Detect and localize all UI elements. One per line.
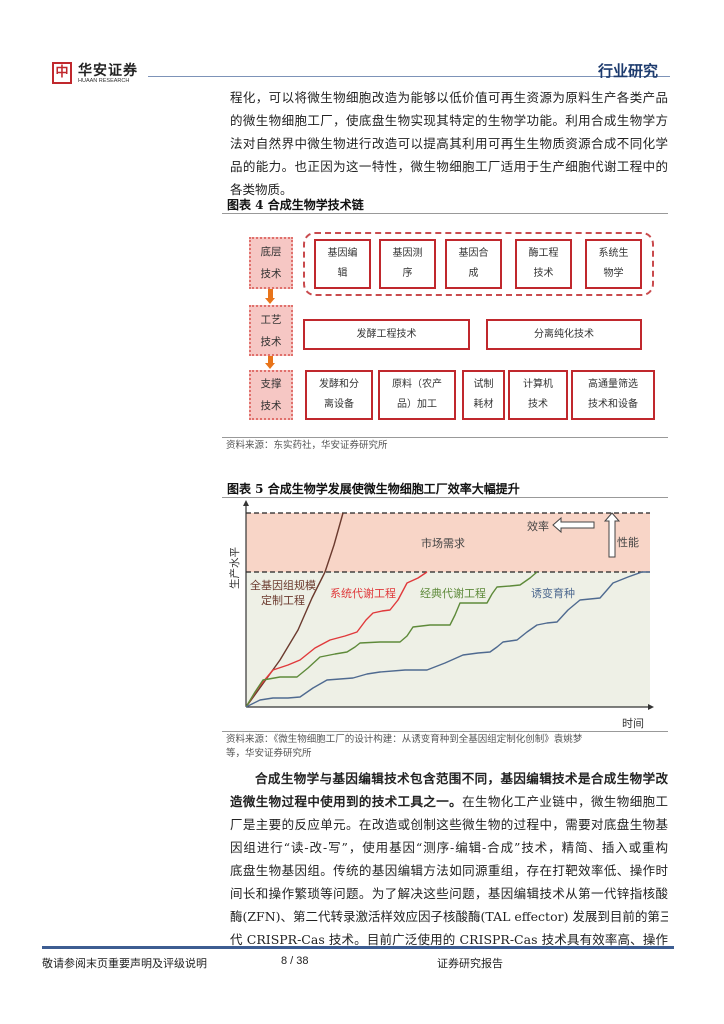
section-title: 行业研究	[598, 63, 659, 80]
series-label-systems-metabolic: 系统代谢工程	[330, 586, 396, 600]
body-text: 酶(ZFN)、第二代转录激活样效应因子核酸酶(TAL effector) 发展到…	[230, 909, 668, 924]
footer-disclaimer: 敬请参阅末页重要声明及评级说明	[42, 958, 207, 970]
footer-divider	[42, 946, 674, 949]
performance-label: 性能	[617, 535, 639, 549]
text-line: 底盘生物基因组。传统的基因编辑方法如同源重组，存在打靶效率低、操作时	[230, 859, 668, 882]
text-line: 酶(ZFN)、第二代转录激活样效应因子核酸酶(TAL effector) 发展到…	[230, 905, 668, 928]
text-line: 各类物质。	[230, 182, 293, 197]
body-text: 因组进行“读-改-写”，使用基因“测序-编辑-合成”技术，精简、插入或重构	[230, 840, 668, 855]
body-text: 间长和操作繁琐等问题。为了解决这些问题，基因编辑技术从第一代锌指核酸	[230, 886, 668, 901]
up-arrow-icon	[603, 512, 621, 558]
market-demand-label: 市场需求	[421, 536, 465, 550]
series-label-genome-scale: 全基因组规模	[250, 578, 316, 592]
text-line: 间长和操作繁琐等问题。为了解决这些问题，基因编辑技术从第一代锌指核酸	[230, 882, 668, 905]
text-line: 造微生物过程中使用到的技术工具之一。在生物化工产业链中，微生物细胞工	[230, 790, 668, 813]
x-axis-arrow-icon	[648, 704, 654, 710]
figure-5-title: 图表 5 合成生物学发展使微生物细胞工厂效率大幅提升	[227, 482, 520, 496]
body-text: 代 CRISPR-Cas 技术。目前广泛使用的 CRISPR-Cas 技术具有效…	[230, 932, 668, 947]
series-mutagenesis-curve	[245, 571, 650, 708]
y-axis-arrow-icon	[243, 500, 249, 506]
series-label-mutagenesis: 诱变育种	[531, 586, 575, 600]
logo-text: 华安证券	[78, 63, 138, 79]
figure-5-source: 资料来源：《微生物细胞工厂的设计构建：从诱变育种到全基因组定制化创制》袁姚梦等，…	[226, 734, 583, 759]
page-number: 8 / 38	[281, 955, 309, 967]
text-line: 合成生物学与基因编辑技术包含范围不同，基因编辑技术是合成生物学改	[230, 767, 668, 790]
body-text: 底盘生物基因组。传统的基因编辑方法如同源重组，存在打靶效率低、操作时	[230, 863, 668, 878]
text-line: 法对自然界中微生物进行改造可以提高其利用可再生生物质资源合成不同化学	[230, 136, 668, 151]
logo-mark: 中	[52, 62, 72, 84]
figure-5-bottom-rule	[222, 731, 668, 732]
y-axis-label: 生产水平	[228, 547, 241, 589]
paragraph-1: 程化，可以将微生物细胞改造为能够以低价值可再生资源为原料生产各类产品 的微生物细…	[230, 86, 668, 201]
body-text: 厂是主要的反应单元。在改造或创制这些微生物的过程中，需要对底盘生物基	[230, 817, 668, 832]
series-genome-scale-curve	[245, 512, 344, 708]
text-line: 代 CRISPR-Cas 技术。目前广泛使用的 CRISPR-Cas 技术具有效…	[230, 928, 668, 951]
efficiency-label: 效率	[527, 519, 549, 533]
figure-4-top-rule	[222, 213, 668, 214]
series-classical-metabolic-curve	[245, 571, 538, 708]
text-line: 厂是主要的反应单元。在改造或创制这些微生物的过程中，需要对底盘生物基	[230, 813, 668, 836]
left-arrow-icon	[552, 516, 595, 534]
figure-4-title: 图表 4 合成生物学技术链	[227, 198, 364, 212]
figure-4-source: 资料来源：东实药社，华安证券研究所	[226, 440, 388, 451]
logo-subtext: HUAAN RESEARCH	[78, 78, 130, 84]
bold-text: 造微生物过程中使用到的技术工具之一。	[230, 794, 463, 809]
header-divider	[148, 76, 670, 77]
series-label-genome-scale-line2: 定制工程	[261, 593, 305, 607]
figure-5-top-rule	[222, 497, 668, 498]
bold-text: 合成生物学与基因编辑技术包含范围不同，基因编辑技术是合成生物学改	[255, 771, 668, 786]
series-systems-metabolic-curve	[245, 571, 428, 708]
body-text: 在生物化工产业链中，微生物细胞工	[462, 794, 668, 809]
text-line: 程化，可以将微生物细胞改造为能够以低价值可再生资源为原料生产各类产品	[230, 90, 668, 105]
series-label-classical-metabolic: 经典代谢工程	[420, 586, 486, 600]
text-line: 品的能力。也正因为这一特性，微生物细胞工厂适用于生产细胞代谢工程中的	[230, 159, 668, 174]
paragraph-2: 合成生物学与基因编辑技术包含范围不同，基因编辑技术是合成生物学改造微生物过程中使…	[230, 767, 668, 951]
text-line: 的微生物细胞工厂，使底盘生物实现其特定的生物学功能。利用合成生物学方	[230, 113, 668, 128]
figure-4-bottom-rule	[222, 437, 668, 438]
x-axis-label: 时间	[622, 717, 644, 730]
report-type: 证券研究报告	[437, 958, 503, 970]
text-line: 因组进行“读-改-写”，使用基因“测序-编辑-合成”技术，精简、插入或重构	[230, 836, 668, 859]
